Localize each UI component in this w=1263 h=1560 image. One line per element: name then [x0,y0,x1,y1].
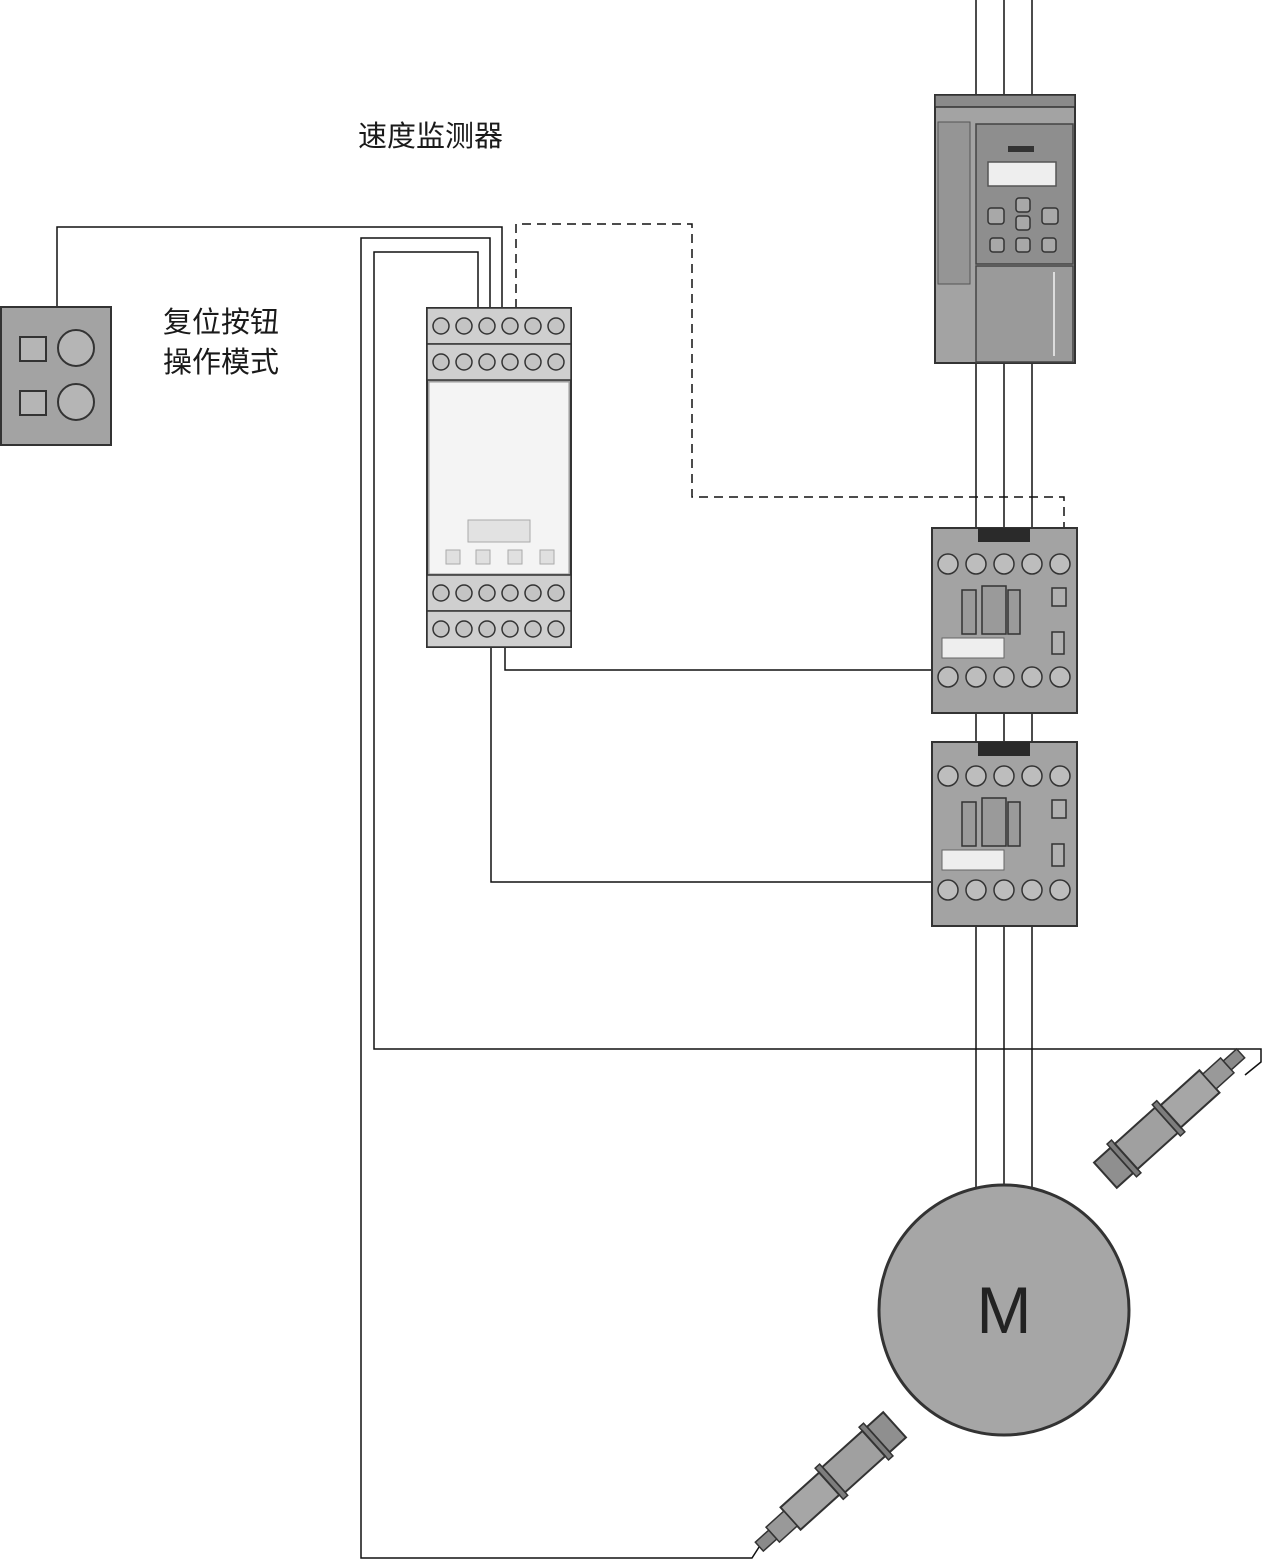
speed-sensor-right [1092,1047,1246,1190]
contactor-2 [931,741,1078,927]
reset-button-label: 复位按钮 [163,305,280,339]
speed-monitor-label: 速度监测器 [358,119,504,153]
reset-button-panel [0,306,112,446]
motor-label: M [977,1273,1032,1347]
operation-mode-label: 操作模式 [163,345,280,379]
wires [56,0,1262,1559]
speed-sensor-lower [754,1410,908,1553]
motor: M [877,1183,1131,1437]
frequency-converter [934,94,1076,364]
contactor-1 [931,527,1078,714]
speed-monitor-device [426,307,572,648]
